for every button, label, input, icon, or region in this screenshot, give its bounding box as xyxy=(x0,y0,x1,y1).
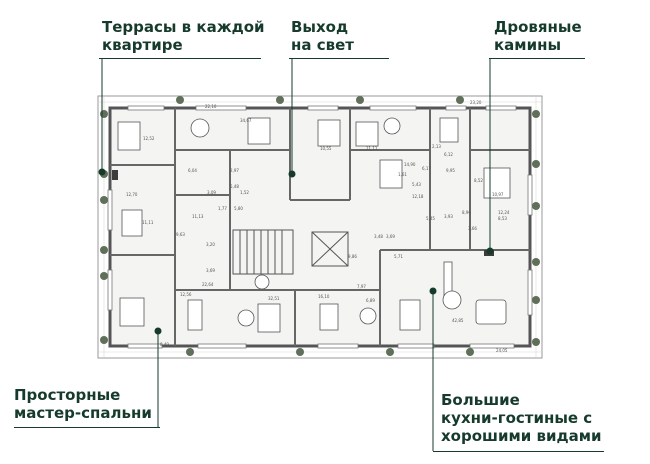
room-area-label: 42,85 xyxy=(452,318,464,323)
room-area-label: 1,52 xyxy=(240,190,249,195)
room-area-label: 3,48 xyxy=(374,234,383,239)
callout-master-rule xyxy=(14,427,160,428)
room-area-label: 12,24 xyxy=(498,210,510,215)
room-area-label: 5,80 xyxy=(234,206,243,211)
windows xyxy=(107,105,533,349)
room-area-label: 1,77 xyxy=(218,206,227,211)
room-area-label: 1,61 xyxy=(398,172,407,177)
room-area-label: 11,13 xyxy=(192,214,204,219)
callout-master: Просторные мастер-спальни xyxy=(14,386,152,422)
callout-kitchens-line1: Большие xyxy=(441,391,520,409)
room-area-label: 3,93 xyxy=(444,214,453,219)
callout-fireplaces-line2: камины xyxy=(494,36,562,54)
room-area-label: 3,69 xyxy=(206,268,215,273)
room-area-label: 24,05 xyxy=(496,348,508,353)
callout-terraces-line1: Террасы в каждой xyxy=(102,18,265,36)
room-area-label: 12,70 xyxy=(126,192,138,197)
callout-master-line1: Просторные xyxy=(14,386,121,404)
room-area-label: 5,43 xyxy=(412,182,421,187)
callout-terraces-line2: квартире xyxy=(102,36,183,54)
room-area-label: 5,48 xyxy=(230,184,239,189)
room-area-label: 6,89 xyxy=(366,298,375,303)
room-area-label: 16,10 xyxy=(318,294,330,299)
interior-walls xyxy=(110,108,530,346)
room-area-label: 12,18 xyxy=(412,194,424,199)
room-area-label: 10,55 xyxy=(320,146,332,151)
room-area-label: 22,64 xyxy=(202,282,214,287)
room-area-label: 2,97 xyxy=(230,168,239,173)
room-area-label: 12,56 xyxy=(180,292,192,297)
room-area-label: 9,95 xyxy=(446,168,455,173)
room-area-label: 7,97 xyxy=(357,284,366,289)
room-area-label: 5,45 xyxy=(426,216,435,221)
callout-exit-line2: на свет xyxy=(291,36,354,54)
room-area-label: 3,66 xyxy=(468,226,477,231)
room-area-label: 32,51 xyxy=(268,296,280,301)
callout-exit-line1: Выход xyxy=(291,18,349,36)
callout-fireplaces-line1: Дровяные xyxy=(494,18,582,36)
callout-fireplaces: Дровяные камины xyxy=(494,18,582,54)
room-area-label: 34,67 xyxy=(240,118,252,123)
stair-core xyxy=(232,229,349,275)
room-area-label: 10,97 xyxy=(492,192,504,197)
room-area-label: 22,10 xyxy=(205,104,217,109)
terrace-plants xyxy=(100,96,540,356)
room-area-label: 5,71 xyxy=(394,254,403,259)
callout-kitchens-rule xyxy=(433,451,604,452)
room-area-label: 9,86 xyxy=(348,254,357,259)
room-area-label: 11,11 xyxy=(366,146,378,151)
furniture xyxy=(117,117,511,333)
room-area-label: 8,52 xyxy=(474,178,483,183)
room-area-label: 6,04 xyxy=(188,168,197,173)
room-area-label: 6,12 xyxy=(444,152,453,157)
room-area-labels: 22,10 34,67 12,52 6,04 5,48 12,70 11,11 9,63 2,9… xyxy=(126,100,510,353)
room-area-label: 8,96 xyxy=(462,210,471,215)
callout-master-line2: мастер-спальни xyxy=(14,404,152,422)
callout-terraces-rule xyxy=(99,58,261,59)
room-area-label: 23,20 xyxy=(470,100,482,105)
room-area-label: 2,13 xyxy=(432,144,441,149)
callout-fireplaces-rule xyxy=(489,58,585,59)
room-area-label: 3,09 xyxy=(207,190,216,195)
room-area-label: 3,20 xyxy=(206,242,215,247)
callout-kitchens-line3: хорошими видами xyxy=(441,427,602,445)
room-area-label: 14,90 xyxy=(404,162,416,167)
room-area-label: 8,53 xyxy=(498,216,507,221)
callout-kitchens: Большие кухни-гостиные с хорошими видами xyxy=(441,391,601,445)
room-area-label: 3,69 xyxy=(386,234,395,239)
room-area-label: 8,49 xyxy=(160,342,169,347)
room-area-label: 11,11 xyxy=(142,220,154,225)
callout-exit-rule xyxy=(289,58,389,59)
callout-terraces: Террасы в каждой квартире xyxy=(102,18,265,54)
room-area-label: 12,52 xyxy=(143,136,155,141)
room-area-label: 9,63 xyxy=(176,232,185,237)
callout-kitchens-line2: кухни-гостиные с xyxy=(441,409,593,427)
plan-structure xyxy=(97,95,543,359)
room-area-label: 6,17 xyxy=(422,166,431,171)
callout-exit: Выход на свет xyxy=(291,18,354,54)
callout-leaders xyxy=(98,58,494,451)
